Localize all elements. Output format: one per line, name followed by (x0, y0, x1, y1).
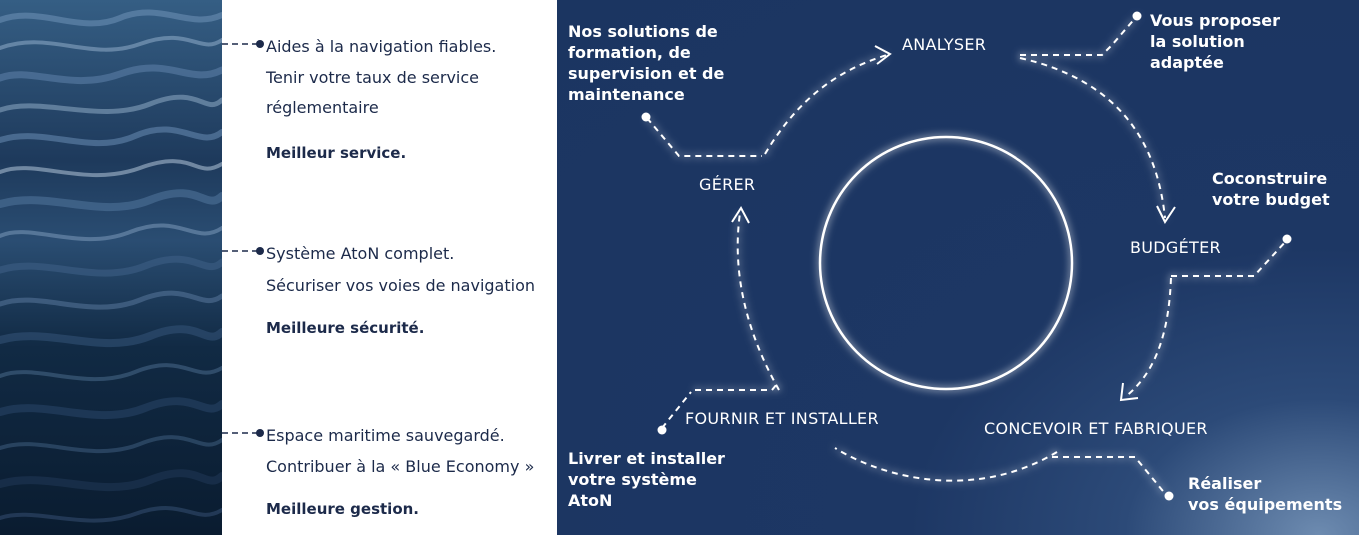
cycle-graphics (641, 11, 1292, 501)
cycle-diagram: ANALYSER BUDGÉTER CONCEVOIR ET FABRIQUER… (557, 0, 1359, 535)
arrow-gerer-analyser (764, 54, 888, 155)
note-line: Nos solutions de (568, 22, 718, 41)
benefit-line: Aides à la navigation fiables. (266, 37, 497, 56)
leader-fournir (695, 383, 778, 391)
benefit-highlight: Meilleure sécurité. (266, 319, 425, 337)
arrow-fournir-gerer (736, 212, 780, 391)
note-gerer: Nos solutions de formation, de supervisi… (568, 21, 724, 105)
ocean-photo (0, 0, 222, 535)
note-line: Livrer et installer (568, 449, 725, 468)
stage-concevoir: CONCEVOIR ET FABRIQUER (984, 419, 1208, 438)
note-line: formation, de (568, 43, 691, 62)
arrowhead-icon (1156, 205, 1176, 224)
note-line: la solution (1150, 32, 1245, 51)
note-line: votre système (568, 470, 697, 489)
note-analyser: Vous proposer la solution adaptée (1150, 10, 1280, 73)
callout-dot (641, 112, 651, 122)
stage-analyser: ANALYSER (902, 35, 987, 54)
stage-gerer: GÉRER (699, 175, 756, 194)
benefit-line: Système AtoN complet. (266, 244, 455, 263)
note-line: AtoN (568, 491, 613, 510)
benefit-line: Tenir votre taux de service (266, 68, 480, 87)
note-line: supervision et de (568, 64, 725, 83)
arrow-concevoir-fournir (834, 447, 1058, 482)
note-line: Réaliser (1188, 474, 1262, 493)
callout-dot (657, 425, 667, 435)
arrow-budgeter-concevoir (1124, 277, 1172, 398)
dashed-leader-icon (222, 40, 264, 48)
note-line: Vous proposer (1150, 11, 1281, 30)
leader-analyser (1020, 15, 1138, 56)
note-budgeter: Coconstruire votre budget (1212, 168, 1330, 210)
note-line: votre budget (1212, 190, 1330, 209)
benefits-list: Aides à la navigation fiables. Tenir vot… (222, 0, 557, 535)
central-ring (818, 135, 1074, 391)
ocean-waves-image (0, 9, 222, 523)
arrow-analyser-budgeter (1019, 57, 1166, 219)
note-line: adaptée (1150, 53, 1224, 72)
arrowhead-icon (1119, 382, 1139, 402)
note-concevoir: Réaliser vos équipements (1188, 473, 1342, 515)
arrowhead-icon (731, 206, 750, 224)
note-line: Coconstruire (1212, 169, 1328, 188)
benefit-line: réglementaire (266, 98, 379, 117)
callout-dot (1164, 491, 1174, 501)
dashed-leader-icon (222, 247, 264, 255)
callout-dot (1282, 234, 1292, 244)
stage-fournir: FOURNIR ET INSTALLER (685, 409, 879, 428)
note-line: maintenance (568, 85, 685, 104)
leader-budgeter (1171, 239, 1288, 277)
note-fournir: Livrer et installer votre système AtoN (568, 448, 725, 511)
stage-budgeter: BUDGÉTER (1130, 238, 1221, 257)
benefit-line: Espace maritime sauvegardé. (266, 426, 505, 445)
callout-dot (1132, 11, 1142, 21)
leader-concevoir (1052, 456, 1168, 497)
benefit-highlight: Meilleure gestion. (266, 500, 420, 518)
benefit-line: Contribuer à la « Blue Economy » (266, 457, 535, 476)
benefit-line: Sécuriser vos voies de navigation (266, 276, 536, 295)
note-line: vos équipements (1188, 495, 1343, 514)
dashed-leader-icon (222, 429, 264, 437)
leader-fournir-tail (661, 391, 692, 429)
leader-gerer (646, 117, 762, 157)
benefit-highlight: Meilleur service. (266, 144, 407, 162)
arrowhead-icon (874, 45, 892, 65)
